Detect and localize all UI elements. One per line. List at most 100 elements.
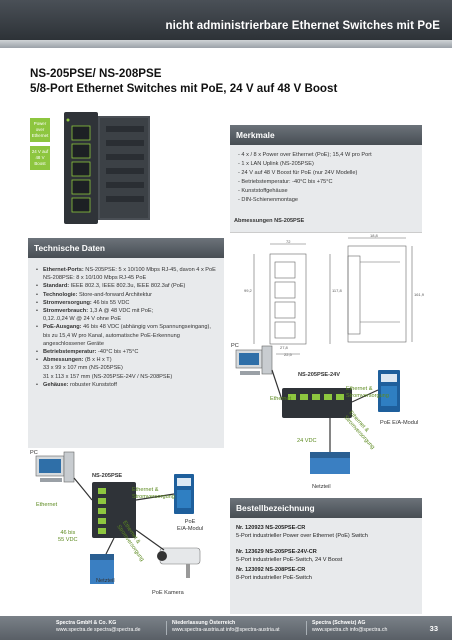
poe-module-icon (378, 370, 400, 412)
dim-number: 22,5 (284, 352, 293, 357)
diagram1-pc-label: PC (231, 343, 239, 349)
diagram1-eth-strom-label: Ethernet & Stromversorgung (346, 386, 389, 399)
dim-number: 117,8 (332, 288, 342, 293)
dim-number: 72 (286, 239, 291, 244)
diagram1-vdc-label: 24 VDC (297, 438, 317, 444)
merkmal-item: DIN-Schienenmontage (238, 196, 372, 205)
diagram2-vdc-label: 46 bis 55 VDC (58, 530, 78, 543)
dim-number: 27,8 (280, 345, 289, 350)
power-supply-icon (310, 452, 350, 474)
diagram2-camera-label: PoE Kamera (152, 590, 184, 596)
tech-heading: Technische Daten (28, 238, 224, 258)
dim-number: 161,9 (414, 292, 425, 297)
diagram1-poe-module-label: PoE E/A-Modul (380, 420, 419, 426)
footer-col-ch: Spectra (Schweiz) AG www.spectra.ch info… (312, 620, 387, 634)
tech-item-key: Stromversorgung: (43, 299, 92, 306)
footer-bar (0, 616, 452, 640)
tech-item: Stromversorgung: 46 bis 55 VDC (36, 299, 222, 307)
product-title: NS-205PSE/ NS-208PSE 5/8-Port Ethernet S… (30, 66, 337, 96)
tech-item: Stromverbrauch: 1,3 A @ 48 VDC mit PoE;0… (36, 307, 222, 323)
diagram2-netzteil-label: Netzteil (96, 578, 115, 584)
order-item: Nr. 123629 NS-205PSE-24V-CR 5-Port indus… (236, 548, 342, 564)
tech-item-key: Stromverbrauch: (43, 308, 89, 315)
tech-item-cont: 0,12..0,24 W @ 24 V ohne PoE (43, 316, 122, 323)
dims-box (230, 232, 422, 357)
order-item: Nr. 120923 NS-205PSE-CR 5-Port industrie… (236, 524, 368, 540)
power-supply-icon (90, 554, 114, 584)
merkmal-item: 4 x / 8 x Power over Ethernet (PoE); 15,… (238, 151, 371, 160)
footer-col-at: Niederlassung Österreich www.spectra-aus… (172, 620, 280, 634)
order-number: Nr. 123629 NS-205PSE-24V-CR (236, 549, 317, 555)
diagram2-pc-label: PC (30, 450, 38, 456)
merkmal-item: Kunststoffgehäuse (238, 187, 372, 196)
diagram2-eth-strom-label: Ethernet & Stromversorgung (132, 487, 175, 500)
merkmale-list: 4 x / 8 x Power over Ethernet (PoE); 15,… (238, 151, 372, 205)
tech-item-key: Technologie: (43, 291, 78, 298)
footer-company: Spectra GmbH & Co. KG (56, 620, 117, 626)
diagram2-switch-label: NS-205PSE (92, 473, 123, 479)
header-accent (0, 40, 452, 48)
tech-item-cont: 33 x 99 x 107 mm (NS-205PSE) (43, 365, 123, 372)
diagram-205pse (35, 451, 201, 584)
diagram-24v (235, 345, 400, 474)
footer-divider (306, 621, 307, 635)
tech-list: Ethernet-Ports: NS-205PSE: 5 x 10/100 Mb… (36, 266, 222, 389)
tech-item-key: Ethernet-Ports: (43, 267, 84, 273)
dimension-drawing: 72 18,8 99,2 117,8 27,8 22,5 161,9 (244, 233, 425, 357)
diagram1-switch-label: NS-205PSE-24V (298, 372, 340, 378)
diagram1-netzteil-label: Netzteil (312, 484, 331, 490)
side-tags: Power over Ethernet 24 V auf 48 V Boost (30, 118, 50, 174)
dim-number: 99,2 (244, 288, 253, 293)
tech-item-key: Gehäuse: (43, 381, 69, 388)
switch-product-image (64, 112, 150, 224)
tag-poe: Power over Ethernet (30, 118, 50, 142)
poe-module-icon (174, 474, 194, 514)
merkmal-item: Betriebstemperatur: -40°C bis +75°C (238, 178, 372, 187)
bestell-heading: Bestellbezeichnung (230, 498, 422, 518)
merkmal-item: 1 x LAN Uplink (NS-205PSE) (238, 160, 372, 169)
order-desc: 5-Port industrieller Power over Ethernet… (236, 533, 368, 539)
header-bar (0, 0, 452, 40)
footer-company: Spectra (Schweiz) AG (312, 620, 366, 626)
footer-company: Niederlassung Österreich (172, 620, 236, 626)
camera-icon (157, 547, 201, 578)
tech-item-cont: 31 x 113 x 157 mm (NS-205PSE-24V / NS-20… (43, 373, 173, 380)
pc-icon (235, 345, 273, 375)
product-title-line2: 5/8-Port Ethernet Switches mit PoE, 24 V… (30, 82, 338, 95)
product-title-line1: NS-205PSE/ NS-208PSE (30, 67, 162, 80)
footer-divider (166, 621, 167, 635)
footer-contact[interactable]: www.spectra.ch info@spectra.ch (312, 627, 388, 633)
switch-icon (282, 388, 352, 418)
tech-item-key: PoE-Ausgang: (43, 324, 82, 331)
dims-label: Abmessungen NS-205PSE (234, 218, 305, 224)
footer-col-de: Spectra GmbH & Co. KG www.spectra.de spe… (56, 620, 141, 634)
tech-item-key: Abmessungen: (43, 357, 84, 364)
page-title: nicht administrierbare Ethernet Switches… (165, 20, 440, 32)
tech-item-key: Betriebstemperatur: (43, 349, 97, 356)
tech-item: Technologie: Store-and-forward Architekt… (36, 291, 222, 299)
tech-item: Abmessungen: (B x H x T)33 x 99 x 107 mm… (36, 356, 222, 381)
order-desc: 5-Port industrieller PoE-Switch, 24 V Bo… (236, 557, 343, 563)
switch-icon (92, 482, 136, 538)
order-number: Nr. 123092 NS-208PSE-CR (236, 567, 306, 573)
tech-item: Gehäuse: robuster Kunststoff (36, 381, 222, 389)
tech-item: PoE-Ausgang: 46 bis 48 VDC (abhängig vom… (36, 323, 222, 348)
diagram1-ethernet-label: Ethernet (270, 396, 292, 402)
merkmal-item: 24 V auf 48 V Boost für PoE (nur 24V Mod… (238, 169, 372, 178)
page-number: 33 (429, 624, 438, 633)
footer-contact[interactable]: www.spectra.de spectra@spectra.de (56, 627, 141, 633)
tech-item-key: Standard: (43, 283, 70, 290)
order-number: Nr. 120923 NS-205PSE-CR (236, 525, 306, 531)
dim-number: 18,8 (370, 233, 379, 238)
pc-icon (35, 451, 75, 483)
order-desc: 8-Port industrieller PoE-Switch (236, 575, 312, 581)
tech-item: Standard: IEEE 802.3, IEEE 802.3u, IEEE … (36, 282, 222, 290)
bestell-box (230, 518, 422, 614)
diagram2-poe-module-label: PoE E/A-Modul (177, 519, 204, 532)
footer-contact[interactable]: www.spectra-austria.at info@spectra-aust… (172, 627, 280, 633)
diagram2-ethernet-label: Ethernet (36, 502, 58, 508)
tech-item-cont: bis zu 15,4 W pro Kanal, automatische Po… (43, 332, 180, 347)
tech-item-cont: NS-208PSE: 8 x 10/100 Mbps RJ-45 PoE (43, 275, 147, 282)
order-item: Nr. 123092 NS-208PSE-CR 8-Port industrie… (236, 566, 312, 582)
merkmale-heading: Merkmale (230, 125, 422, 145)
